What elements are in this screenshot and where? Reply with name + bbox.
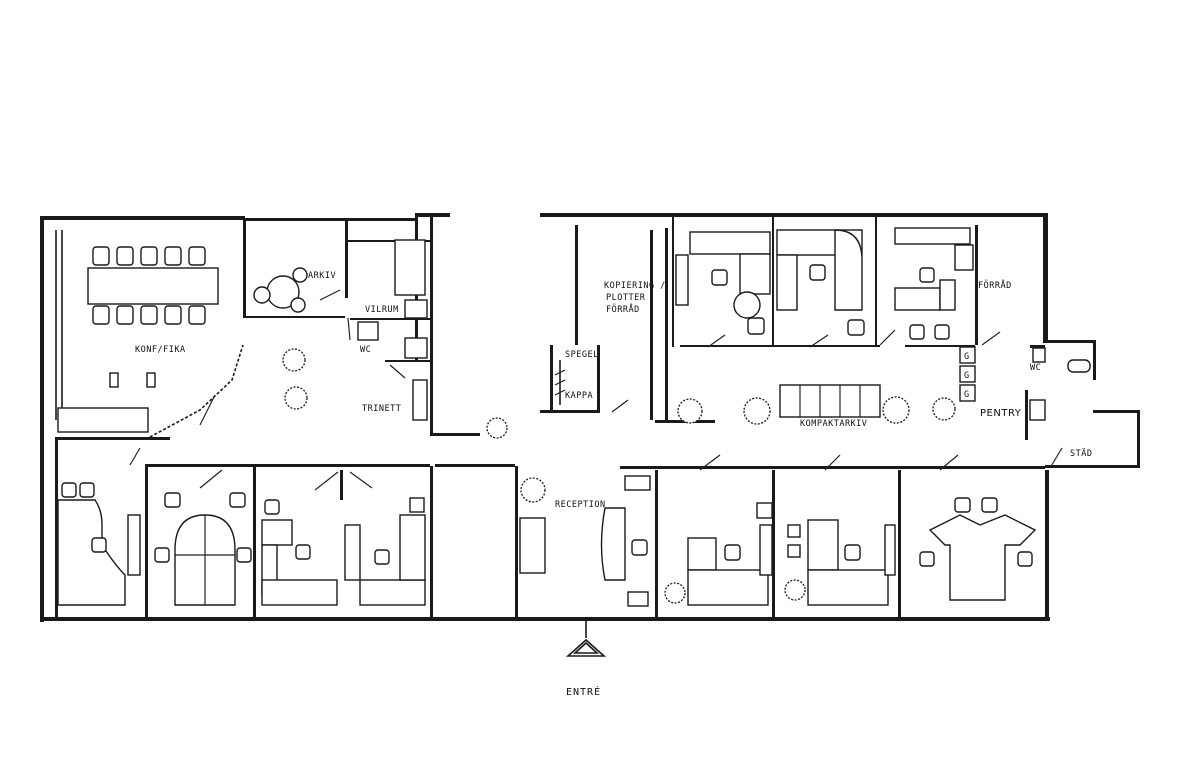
label-fridge-2: G	[964, 371, 970, 381]
spegel-kappa	[554, 360, 566, 405]
room-labels: KONF/FIKA ARKIV VILRUM WC TRINETT SPEGEL…	[135, 271, 1092, 510]
label-kopiering-2: PLOTTER	[606, 293, 646, 303]
arkiv-table	[253, 239, 428, 421]
label-forrad: FÖRRÅD	[978, 279, 1012, 291]
door-swings	[129, 289, 1063, 491]
label-reception: RECEPTION	[555, 500, 606, 510]
label-kompaktarkiv: KOMPAKTARKIV	[800, 419, 867, 429]
label-stad: STÄD	[1070, 448, 1092, 459]
bottom-offices-furniture	[57, 475, 1037, 607]
top-room-walls	[243, 213, 1045, 440]
label-fridge-3: G	[964, 390, 970, 400]
label-kopiering-1: KOPIERING /	[604, 281, 666, 291]
kompaktarkiv-shelves	[779, 384, 881, 418]
label-trinett: TRINETT	[362, 404, 401, 414]
stairs	[55, 230, 244, 438]
pentry-units	[959, 346, 976, 402]
label-kopiering-3: FÖRRÅD	[606, 303, 640, 315]
label-konf-fika: KONF/FIKA	[135, 345, 186, 355]
plants	[282, 348, 956, 604]
conference-table-group	[57, 246, 219, 433]
label-spegel: SPEGEL	[565, 350, 599, 360]
label-kappa: KAPPA	[565, 391, 593, 401]
entrance-label: ENTRÉ	[566, 685, 601, 698]
label-wc-right: WC	[1030, 363, 1041, 373]
outer-walls	[40, 213, 1140, 622]
label-wc-left: WC	[360, 345, 371, 355]
label-pentry: PENTRY	[980, 408, 1022, 419]
entrance-symbol	[565, 620, 607, 657]
label-fridge-1: G	[964, 352, 970, 362]
top-offices-furniture	[675, 227, 974, 340]
bottom-room-walls	[55, 440, 901, 620]
wc-right-fixtures	[1029, 347, 1091, 421]
label-arkiv: ARKIV	[308, 271, 336, 281]
label-vilrum: VILRUM	[365, 305, 399, 315]
